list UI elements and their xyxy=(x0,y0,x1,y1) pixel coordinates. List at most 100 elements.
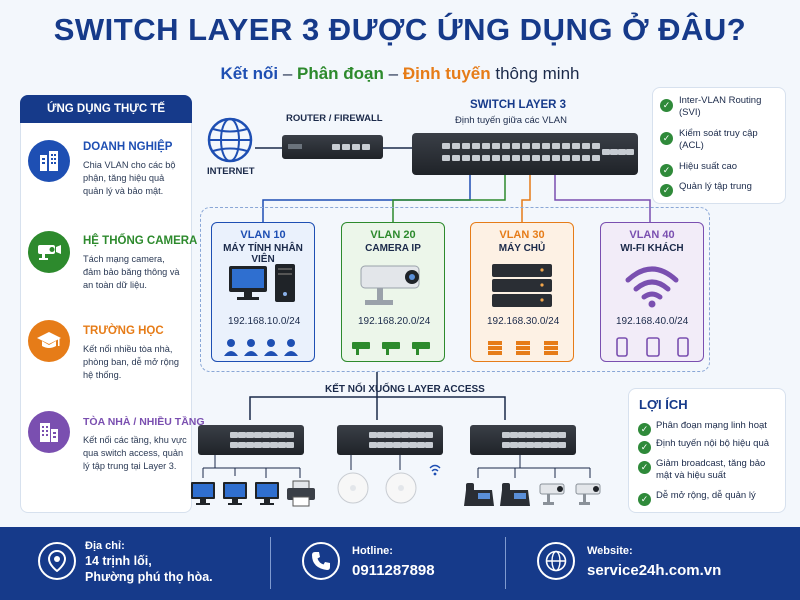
use-case-title: DOANH NGHIỆP xyxy=(83,141,173,153)
switch-port xyxy=(482,155,490,161)
switch-port xyxy=(522,143,530,149)
vlan-ip: 192.168.30.0/24 xyxy=(487,316,560,327)
benefit-check-icon: ✓ xyxy=(638,419,651,437)
switch-port xyxy=(270,432,278,438)
switch-port xyxy=(550,432,558,438)
switch-port xyxy=(254,442,262,448)
switch-port xyxy=(270,442,278,448)
switch-port xyxy=(626,149,634,155)
switch-port xyxy=(552,143,560,149)
feature-check-icon: ✓ xyxy=(660,95,673,113)
switch-port xyxy=(369,432,377,438)
benefit-check-icon: ✓ xyxy=(638,457,651,475)
subtitle-smart: thông minh xyxy=(490,64,580,83)
switch-title: SWITCH LAYER 3 xyxy=(470,99,567,111)
switch-port xyxy=(482,143,490,149)
vlan-name: MÁY CHỦ xyxy=(498,243,546,254)
access-switch xyxy=(470,425,576,455)
switch-port xyxy=(417,432,425,438)
switch-port xyxy=(230,442,238,448)
switch-port xyxy=(425,432,433,438)
phone-icon xyxy=(302,542,340,580)
switch-port xyxy=(572,155,580,161)
switch-port xyxy=(409,432,417,438)
building-icon xyxy=(28,140,70,182)
hotline-label[interactable]: Hotline: xyxy=(352,545,393,557)
internet-label: INTERNET xyxy=(207,166,255,177)
server-icon xyxy=(488,262,556,315)
switch-port xyxy=(472,143,480,149)
switch-port xyxy=(518,442,526,448)
use-case-desc: Kết nối các tầng, khu vực qua switch acc… xyxy=(83,435,187,471)
benefit-panel xyxy=(628,388,786,513)
switch-port xyxy=(262,442,270,448)
benefit-item: Định tuyến nội bộ hiệu quả xyxy=(656,438,770,449)
switch-port xyxy=(377,432,385,438)
use-case-title: HỆ THỐNG CAMERA xyxy=(83,235,198,247)
location-pin-icon xyxy=(38,542,76,580)
subtitle-connect: Kết nối xyxy=(220,64,279,83)
feature-panel xyxy=(652,87,786,204)
benefit-item: Giảm broadcast, tăng bảo mật và hiệu suấ… xyxy=(656,458,766,481)
switch-port xyxy=(526,442,534,448)
switch-port xyxy=(238,442,246,448)
access-switch xyxy=(337,425,443,455)
benefit-check-icon: ✓ xyxy=(638,489,651,507)
switch-port xyxy=(401,442,409,448)
page-subtitle: Kết nối – Phân đoạn – Định tuyến thông m… xyxy=(0,64,800,84)
switch-port xyxy=(377,442,385,448)
switch-port xyxy=(534,432,542,438)
switch-port xyxy=(393,442,401,448)
vlan-id: VLAN 20 xyxy=(370,229,416,241)
switch-port xyxy=(542,432,550,438)
switch-port xyxy=(492,155,500,161)
office-building-icon xyxy=(28,411,70,453)
switch-port xyxy=(286,442,294,448)
website-label[interactable]: Website: xyxy=(587,545,633,557)
benefit-item: Phân đoạn mạng linh hoạt xyxy=(656,420,767,431)
access-point-icon xyxy=(385,472,417,509)
use-case-desc: Tách mạng camera, đảm bảo băng thông và … xyxy=(83,254,180,290)
benefit-title: LỢI ÍCH xyxy=(639,397,688,412)
switch-port xyxy=(512,143,520,149)
switch-port xyxy=(502,155,510,161)
switch-port xyxy=(532,155,540,161)
benefit-item: Dễ mở rộng, dễ quản lý xyxy=(656,490,756,501)
switch-port xyxy=(602,149,610,155)
switch-port xyxy=(502,442,510,448)
switch-port xyxy=(472,155,480,161)
switch-port xyxy=(502,432,510,438)
switch-port xyxy=(552,155,560,161)
vlan-name: MÁY TÍNH NHÂN VIÊN xyxy=(223,243,303,265)
vlan-card: VLAN 20 CAMERA IP xyxy=(341,222,445,362)
switch-subtitle: Định tuyến giữa các VLAN xyxy=(455,115,567,126)
printer-icon xyxy=(285,480,317,513)
switch-port xyxy=(393,432,401,438)
switch-port xyxy=(618,149,626,155)
switch-port xyxy=(369,442,377,448)
vlan-id: VLAN 30 xyxy=(499,229,545,241)
use-case-desc: Kết nối nhiều tòa nhà, phòng ban, dễ mở … xyxy=(83,344,179,380)
switch-port xyxy=(246,442,254,448)
feature-check-icon: ✓ xyxy=(660,128,673,146)
vlan-id: VLAN 40 xyxy=(629,229,675,241)
switch-port xyxy=(238,432,246,438)
switch-port xyxy=(558,442,566,448)
hotline-number[interactable]: 0911287898 xyxy=(352,562,435,579)
subtitle-route: Định tuyến xyxy=(402,64,491,83)
access-switch xyxy=(198,425,304,455)
vlan-name: CAMERA IP xyxy=(365,243,421,254)
switch-port xyxy=(510,432,518,438)
switch-port xyxy=(452,155,460,161)
footer-divider xyxy=(270,537,271,589)
website-url[interactable]: service24h.com.vn xyxy=(587,562,722,579)
access-point-icon xyxy=(337,472,369,509)
security-camera-icon xyxy=(538,480,608,513)
switch-port xyxy=(558,432,566,438)
switch-port xyxy=(462,143,470,149)
feature-check-icon: ✓ xyxy=(660,180,673,198)
switch-port xyxy=(417,442,425,448)
switch-port xyxy=(592,155,600,161)
feature-check-icon: ✓ xyxy=(660,160,673,178)
switch-port xyxy=(442,155,450,161)
